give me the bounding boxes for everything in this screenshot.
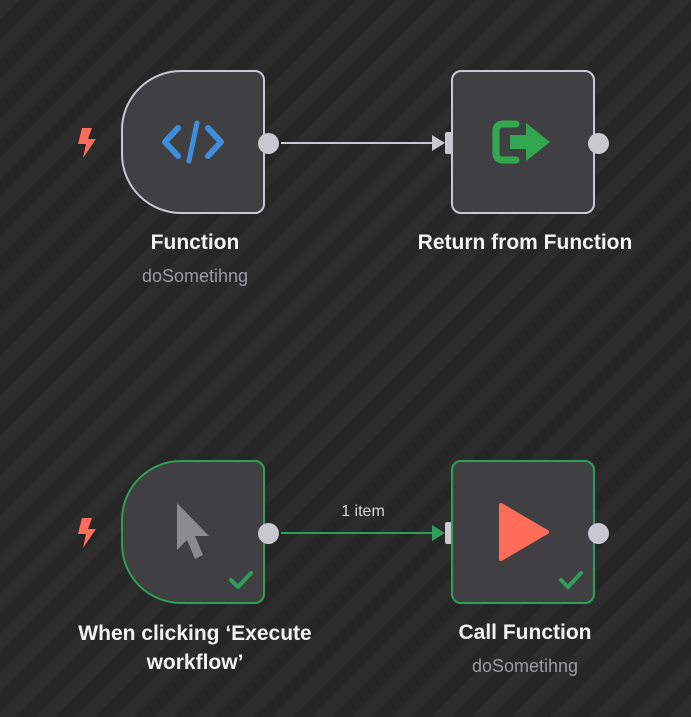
manual-trigger-node-title: When clicking ‘Execute workflow’ bbox=[78, 622, 312, 674]
connection-arrowhead-success bbox=[432, 525, 445, 541]
return-output-handle[interactable] bbox=[588, 133, 609, 154]
connection-arrowhead bbox=[432, 135, 445, 151]
manual-trigger-output-handle[interactable] bbox=[258, 523, 279, 544]
return-from-function-node[interactable] bbox=[451, 70, 595, 214]
code-icon bbox=[162, 120, 224, 164]
return-input-handle[interactable] bbox=[445, 132, 455, 154]
function-node[interactable] bbox=[121, 70, 265, 214]
mouse-pointer-icon bbox=[177, 503, 209, 559]
function-output-handle[interactable] bbox=[258, 133, 279, 154]
return-node-title: Return from Function bbox=[417, 231, 633, 254]
call-function-node-title: Call Function bbox=[458, 621, 592, 644]
call-function-input-handle[interactable] bbox=[445, 522, 455, 544]
call-function-node[interactable] bbox=[451, 460, 595, 604]
success-check-icon bbox=[229, 571, 253, 589]
lightning-bolt-icon bbox=[78, 128, 96, 158]
connection-item-count: 1 item bbox=[341, 503, 385, 520]
function-node-subtitle: doSometihng bbox=[141, 266, 249, 286]
call-function-node-subtitle: doSometihng bbox=[471, 656, 579, 676]
call-function-output-handle[interactable] bbox=[588, 523, 609, 544]
lightning-bolt-icon bbox=[78, 518, 96, 548]
success-check-icon bbox=[559, 571, 583, 589]
function-node-title: Function bbox=[150, 231, 240, 254]
manual-trigger-node[interactable] bbox=[121, 460, 265, 604]
sign-out-arrow-icon bbox=[492, 120, 550, 164]
play-icon bbox=[499, 503, 549, 561]
